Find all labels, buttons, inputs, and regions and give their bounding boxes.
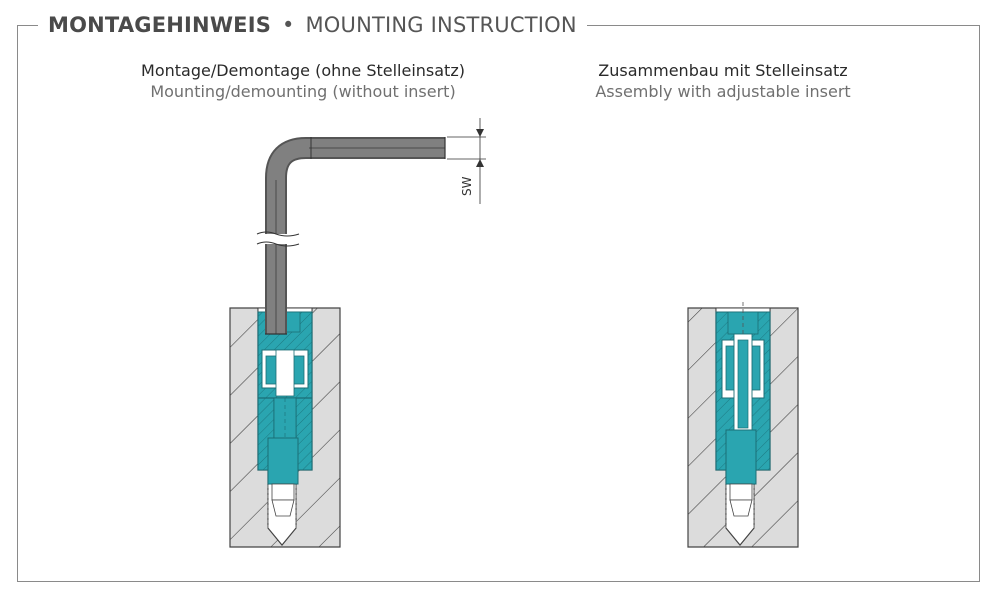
title-german: MONTAGEHINWEIS (48, 13, 272, 37)
right-caption-english: Assembly with adjustable insert (595, 82, 851, 101)
right-assembly (687, 302, 799, 548)
page-title: MONTAGEHINWEIS • MOUNTING INSTRUCTION (38, 11, 587, 39)
title-separator: • (281, 13, 295, 37)
left-caption-english: Mounting/demounting (without insert) (150, 82, 456, 101)
left-caption-german: Montage/Demontage (ohne Stelleinsatz) (141, 61, 465, 80)
left-assembly: SW (229, 118, 486, 548)
right-caption: Zusammenbau mit Stelleinsatz Assembly wi… (513, 60, 933, 102)
left-caption: Montage/Demontage (ohne Stelleinsatz) Mo… (93, 60, 513, 102)
hex-key (265, 137, 445, 334)
title-english: MOUNTING INSTRUCTION (305, 13, 577, 37)
dimension-label: SW (460, 176, 474, 196)
right-caption-german: Zusammenbau mit Stelleinsatz (598, 61, 848, 80)
